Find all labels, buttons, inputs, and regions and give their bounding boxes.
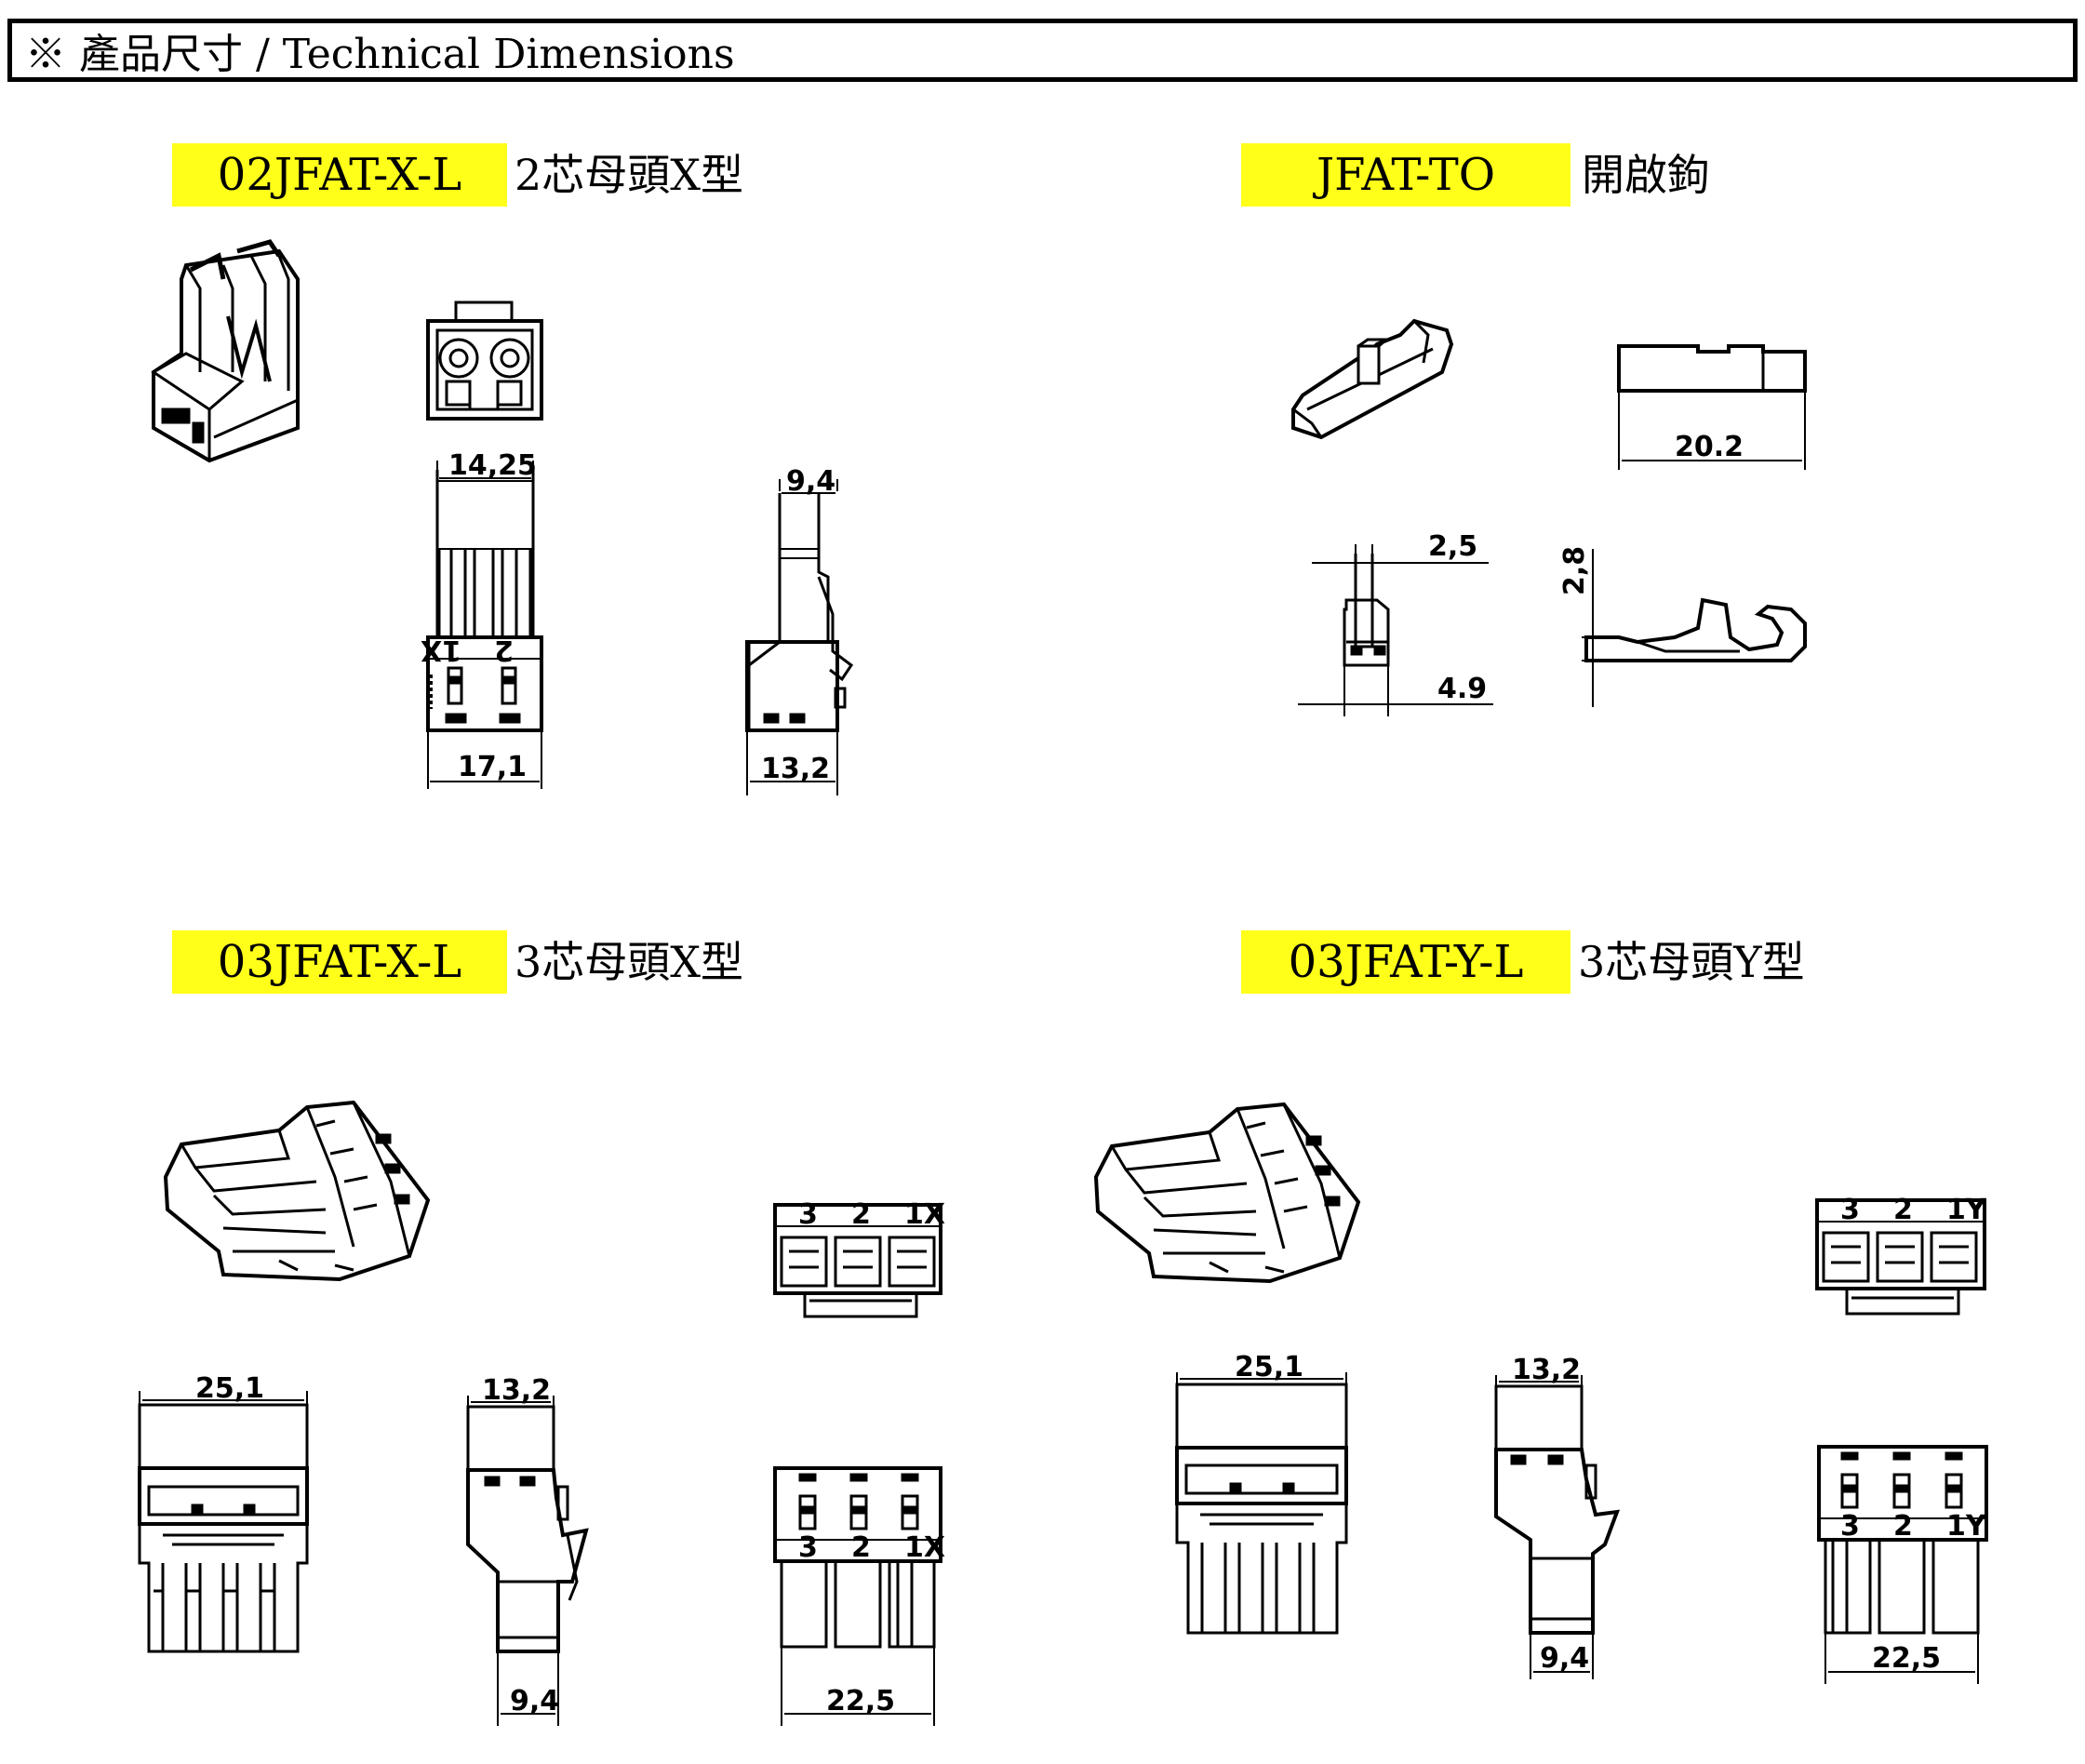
connector-2pin-side-icon — [745, 479, 854, 795]
open-hook-side-icon — [1582, 549, 1807, 707]
dim-20-2: 20.2 — [1675, 431, 1744, 463]
pin-1x-front: 1X — [904, 1198, 945, 1231]
open-hook-3d-icon — [1291, 318, 1454, 440]
section-label-02jfat-x-l: 02JFAT-X-L — [172, 143, 507, 207]
connector-3pin-x-side-icon — [466, 1396, 589, 1726]
connector-3pin-y-front-icon — [1815, 1198, 1986, 1316]
header-box: ※ 產品尺寸 / Technical Dimensions — [7, 19, 2078, 82]
dim-13-2-side: 13,2 — [761, 753, 830, 785]
connector-2pin-front-icon — [426, 301, 543, 421]
connector-2pin-plan-icon — [426, 461, 543, 789]
pin-3-y-rear: 3 — [1840, 1510, 1860, 1543]
pin-2-x-rear: 2 — [851, 1531, 871, 1564]
pin-2-y-rear: 2 — [1893, 1510, 1913, 1543]
connector-3pin-x-front-icon — [773, 1203, 942, 1318]
pin-1y-rear: 1Y — [1946, 1510, 1987, 1543]
dim-2-5: 2,5 — [1428, 530, 1477, 563]
section-label-03jfat-x-l: 03JFAT-X-L — [172, 930, 507, 994]
dim-22-5-y: 22,5 — [1872, 1642, 1941, 1675]
section-label-jfat-to: JFAT-TO — [1241, 143, 1570, 207]
section-desc-jfat-to: 開啟鉤 — [1582, 150, 1710, 200]
pin-3-x-rear: 3 — [798, 1531, 818, 1564]
pin-mark-2: 2 — [494, 634, 514, 666]
open-hook-top-icon — [1617, 344, 1807, 470]
connector-3pin-x-rear-icon — [773, 1466, 942, 1726]
section-desc-03jfat-y-l: 3芯母頭Y型 — [1578, 937, 1805, 987]
pin-2-y-front: 2 — [1893, 1194, 1913, 1226]
section-desc-03jfat-x-l: 3芯母頭X型 — [515, 937, 744, 987]
page-title: ※ 產品尺寸 / Technical Dimensions — [25, 31, 735, 78]
connector-3pin-x-plan-icon — [138, 1391, 309, 1653]
connector-2pin-3d-icon — [151, 239, 300, 463]
connector-3pin-y-3d-icon — [1093, 1102, 1361, 1284]
section-desc-02jfat-x-l: 2芯母頭X型 — [515, 150, 744, 200]
open-hook-front-icon — [1298, 544, 1493, 716]
dim-9-4-side: 9,4 — [786, 465, 835, 498]
dim-4-9: 4.9 — [1437, 673, 1487, 705]
pin-1y-front: 1Y — [1946, 1194, 1987, 1226]
pin-1x-rear: 1X — [904, 1531, 945, 1564]
pin-2-x-front: 2 — [851, 1198, 871, 1231]
connector-3pin-y-side-icon — [1494, 1375, 1621, 1679]
pin-mark-1x: 1X — [421, 634, 461, 666]
dim-25-1-y: 25,1 — [1235, 1351, 1303, 1383]
dim-25-1-x: 25,1 — [195, 1372, 264, 1405]
dim-9-4-y: 9,4 — [1540, 1642, 1589, 1675]
dim-17-1: 17,1 — [458, 751, 527, 783]
connector-3pin-y-plan-icon — [1175, 1372, 1348, 1635]
pin-3-x-front: 3 — [798, 1198, 818, 1231]
dim-22-5-x: 22,5 — [826, 1685, 895, 1717]
dim-9-4-x: 9,4 — [510, 1685, 559, 1717]
connector-3pin-y-rear-icon — [1817, 1445, 1988, 1684]
section-label-03jfat-y-l: 03JFAT-Y-L — [1241, 930, 1570, 994]
dim-13-2-x: 13,2 — [482, 1374, 551, 1407]
dim-14-25: 14,25 — [448, 449, 537, 482]
dim-2-8: 2,8 — [1558, 546, 1591, 595]
dim-13-2-y: 13,2 — [1512, 1354, 1581, 1386]
connector-3pin-x-3d-icon — [163, 1100, 431, 1282]
pin-3-y-front: 3 — [1840, 1194, 1860, 1226]
